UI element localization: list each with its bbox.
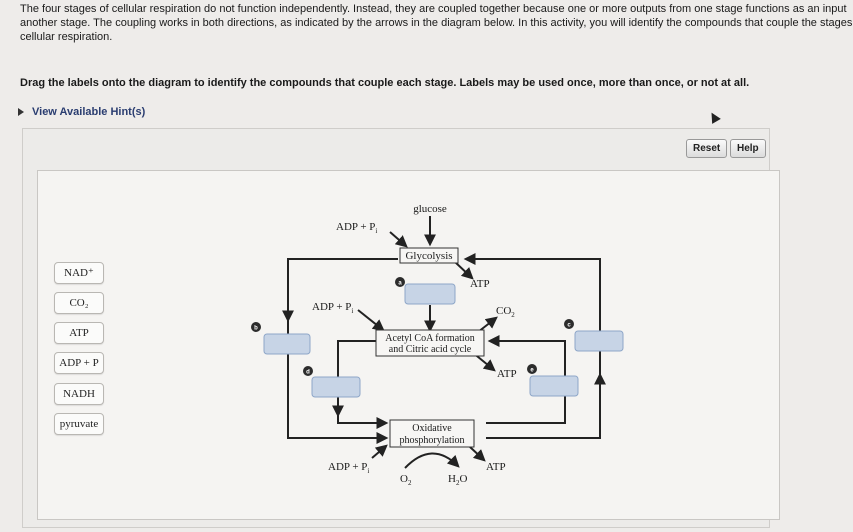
adp-arrow-2 — [357, 309, 385, 332]
help-button[interactable]: Help — [730, 139, 766, 158]
acetyl-box — [375, 329, 485, 357]
expand-triangle-icon — [18, 108, 24, 117]
glycolysis-box — [399, 247, 459, 264]
badge-e — [527, 364, 537, 374]
oxidative-text-2: phosphorylation — [400, 435, 465, 446]
view-hints-toggle[interactable]: View Available Hint(s) — [18, 106, 145, 118]
instructions: Drag the labels onto the diagram to iden… — [20, 77, 750, 89]
adp-label-3: ADP + Pi — [328, 461, 369, 475]
atp-label-1: ATP — [470, 278, 490, 290]
reset-button[interactable]: Reset — [686, 139, 728, 158]
label-pyruvate[interactable]: pyruvate — [54, 413, 104, 435]
badge-a-text: a — [398, 281, 402, 287]
oxidative-box — [389, 419, 475, 448]
atp-label-3: ATP — [486, 461, 506, 473]
intro-line-3: cellular respiration. — [20, 31, 113, 43]
badge-b — [251, 322, 261, 332]
intro-line-2: another stage. The coupling works in bot… — [20, 17, 853, 29]
adp-label-1: ADP + Pi — [336, 221, 377, 235]
drop-target-a[interactable] — [404, 283, 456, 305]
adp-label-1-main: ADP + P — [336, 221, 375, 233]
label-nadh[interactable]: NADH — [54, 383, 104, 405]
label-nad-plus[interactable]: NAD⁺ — [54, 262, 104, 284]
oxidative-text-1: Oxidative — [412, 423, 452, 434]
co2-main: CO — [496, 305, 511, 317]
acetyl-text-1: Acetyl CoA formation — [385, 333, 474, 344]
atp-arrow-3 — [469, 446, 486, 462]
drop-target-e[interactable] — [529, 375, 579, 397]
label-atp[interactable]: ATP — [54, 322, 104, 344]
acetyl-text-2: and Citric acid cycle — [389, 344, 472, 355]
adp-label-2-sub: i — [351, 307, 353, 315]
o2-to-h2o-arrow — [404, 452, 460, 469]
badge-d — [303, 366, 313, 376]
atp-arrow-1 — [454, 261, 474, 280]
label-co2[interactable]: CO₂ — [54, 292, 104, 314]
h2o-end: O — [459, 473, 467, 485]
glucose-label: glucose — [413, 203, 447, 215]
adp-label-2-main: ADP + P — [312, 301, 351, 313]
badge-c-text: c — [567, 323, 571, 329]
co2-sub: 2 — [511, 311, 515, 319]
drop-target-d[interactable] — [311, 376, 361, 398]
drop-target-b[interactable] — [263, 333, 311, 355]
badge-d-text: d — [306, 370, 310, 376]
co2-label: CO2 — [496, 305, 515, 319]
badge-c — [564, 319, 574, 329]
adp-arrow-3 — [371, 444, 388, 459]
o2-label: O2 — [400, 473, 412, 487]
badge-a — [395, 277, 405, 287]
drop-target-c[interactable] — [574, 330, 624, 352]
o2-sub: 2 — [408, 479, 412, 487]
h2o-main: H — [448, 473, 456, 485]
adp-label-1-sub: i — [375, 227, 377, 235]
atp-label-2: ATP — [497, 368, 517, 380]
hint-label: View Available Hint(s) — [32, 106, 146, 118]
adp-arrow-1 — [389, 231, 408, 248]
label-adp-pi[interactable]: ADP + P — [54, 352, 104, 374]
glycolysis-text: Glycolysis — [405, 250, 452, 262]
adp-label-3-sub: i — [367, 467, 369, 475]
intro-line-1: The four stages of cellular respiration … — [20, 3, 847, 15]
badge-e-text: e — [530, 368, 534, 374]
badge-b-text: b — [254, 326, 258, 332]
h2o-sub: 2 — [456, 479, 460, 487]
o2-main: O — [400, 473, 408, 485]
intro-text: The four stages of cellular respiration … — [20, 2, 853, 44]
h2o-label: H2O — [448, 473, 467, 487]
adp-label-2: ADP + Pi — [312, 301, 353, 315]
adp-label-3-main: ADP + P — [328, 461, 367, 473]
